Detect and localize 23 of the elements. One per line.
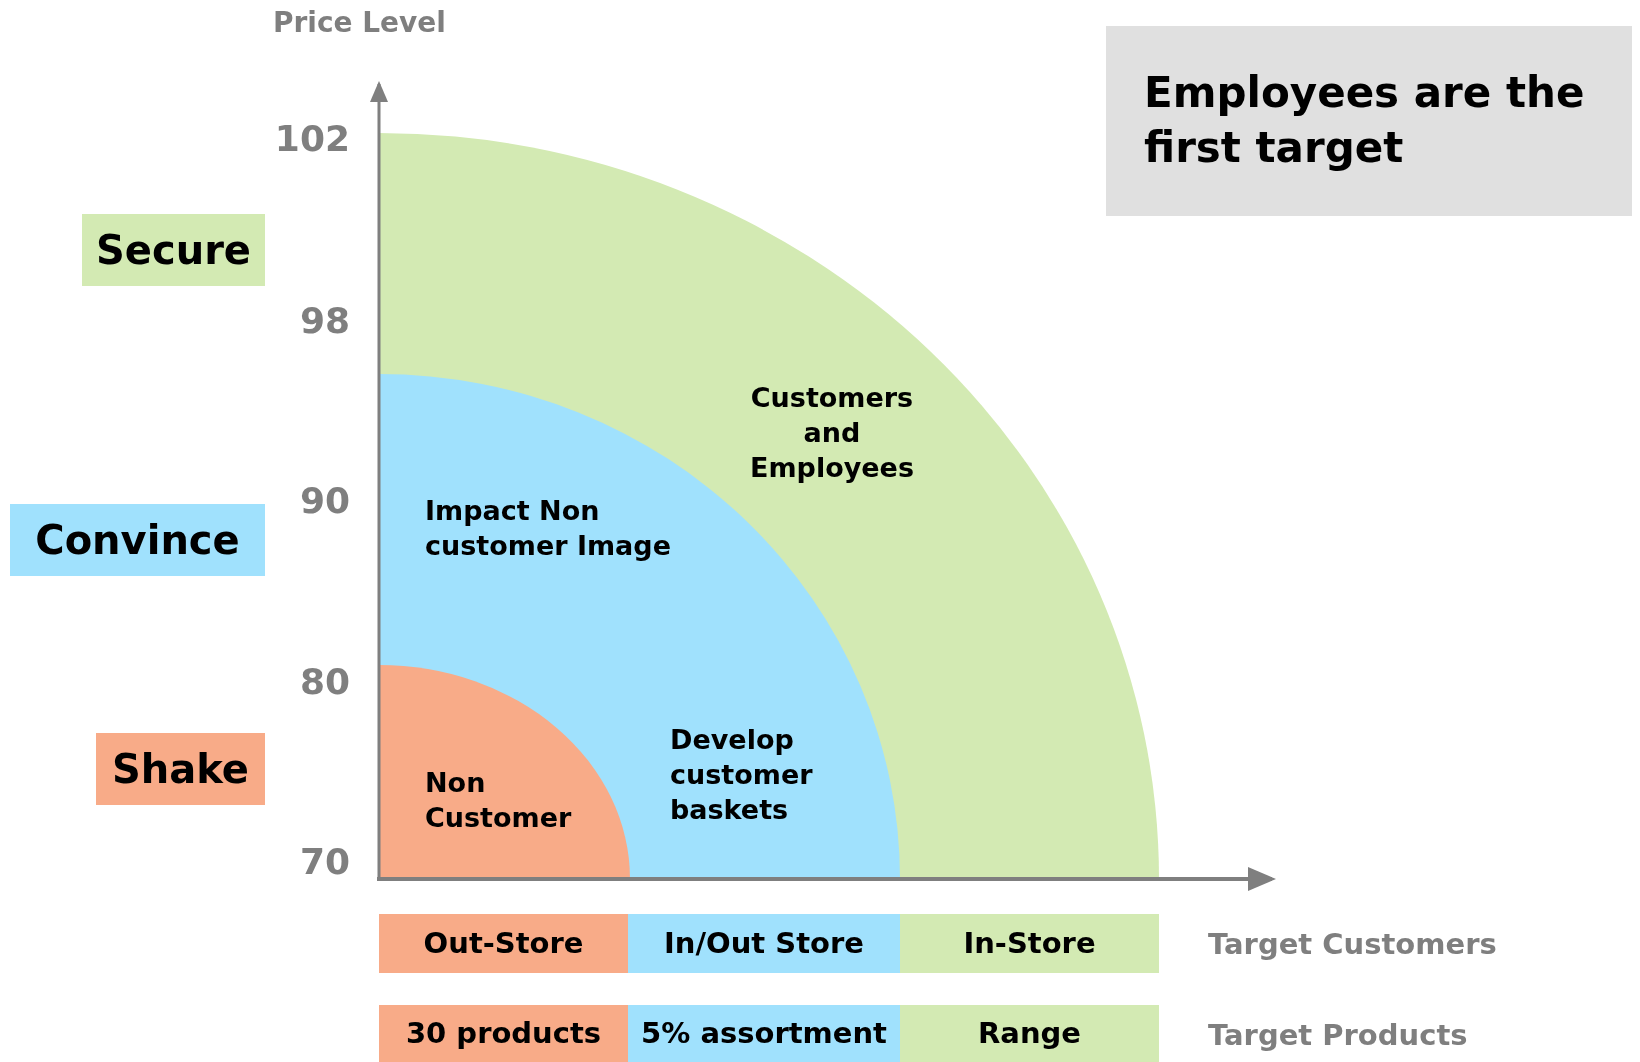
band-label: Impact Non customer Image <box>425 494 672 564</box>
row-label: Target Customers <box>1208 927 1497 962</box>
tick-label: 80 <box>299 660 350 704</box>
table-cell: 5% assortment <box>628 1005 900 1062</box>
band-label: Customers and Employees <box>749 381 915 486</box>
band-label: Develop customer baskets <box>670 723 814 828</box>
callout-box: Employees are the first target <box>1106 26 1632 216</box>
table-cell: 30 products <box>379 1005 628 1062</box>
axis-title: Price Level <box>273 6 446 40</box>
tick-label: 70 <box>299 840 350 884</box>
tick-label: 102 <box>274 117 350 161</box>
tick-label: 90 <box>299 479 350 523</box>
table-cell: Out-Store <box>379 914 628 973</box>
level-tag: Shake <box>96 733 265 805</box>
tick-label: 98 <box>299 299 350 343</box>
table-cell: In/Out Store <box>628 914 900 973</box>
table-cell: Range <box>900 1005 1159 1062</box>
band-label: Non Customer <box>425 766 573 836</box>
row-label: Target Products <box>1208 1018 1468 1053</box>
level-tag: Convince <box>10 504 265 576</box>
level-tag: Secure <box>82 214 265 286</box>
quarter-circle-band <box>379 665 630 879</box>
table-cell: In-Store <box>900 914 1159 973</box>
